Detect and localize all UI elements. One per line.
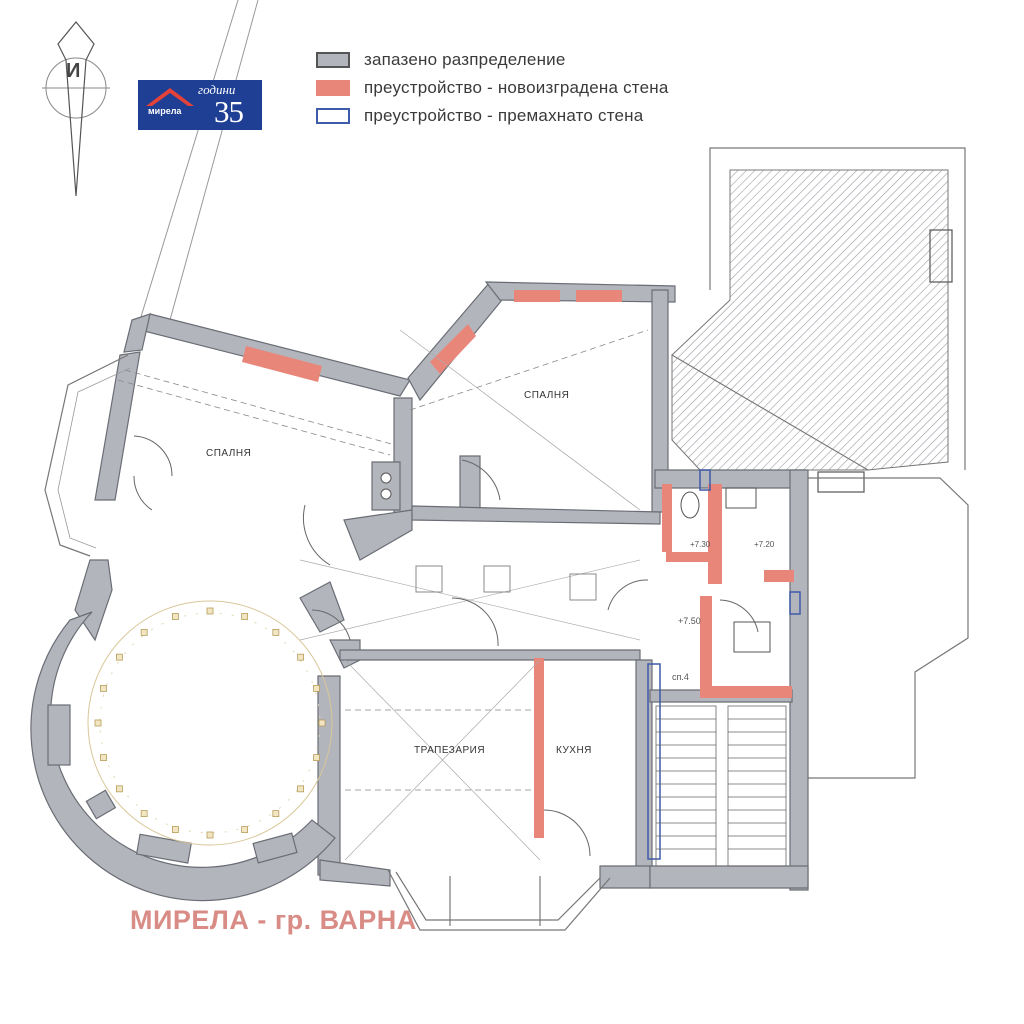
legend-item-existing: запазено разпределение (316, 46, 668, 74)
turret-posts (94, 607, 326, 839)
ceiling-lines (299, 329, 641, 861)
turret-post (206, 607, 214, 615)
door-swings (133, 435, 759, 857)
legend-label: преустройство - новоизградена стена (364, 78, 669, 97)
dashed-beams (117, 329, 649, 791)
turret-post (297, 785, 305, 793)
turret-post (100, 684, 107, 692)
turret-post (241, 613, 249, 620)
site-boundary (139, 0, 259, 321)
room-label-dining: ТРАПЕЗАРИЯ (414, 745, 486, 756)
logo-brand: мирела (148, 106, 182, 116)
bay-window-left (44, 354, 129, 557)
watermark: МИРЕЛА - гр. ВАРНА (130, 905, 417, 935)
turret-post (171, 826, 179, 833)
legend-label: запазено разпределение (364, 50, 566, 69)
turret-ring (87, 600, 333, 846)
balcony-outline (805, 477, 969, 779)
turret-post (206, 831, 214, 839)
turret-post (100, 754, 107, 762)
bay-window-bottom (387, 869, 611, 931)
logo-years-number: 35 (214, 94, 244, 129)
house-roof-icon (146, 88, 194, 106)
bay-window-left-inner (57, 367, 131, 549)
level-mark: +7.30 (690, 540, 711, 549)
columns (380, 472, 392, 500)
turret-post (241, 826, 249, 833)
turret-post (171, 613, 179, 620)
turret-post (313, 684, 320, 692)
compass-letter: И (66, 60, 81, 82)
terrace-area (671, 147, 966, 493)
room-label-bedroom-right: СПАЛНЯ (524, 390, 570, 401)
company-logo: мирела години 35 (138, 80, 262, 130)
level-mark: +7.50 (678, 616, 701, 626)
turret-post (318, 719, 326, 727)
stair-label: сп.4 (672, 672, 689, 682)
turret-post (115, 653, 123, 661)
legend-swatch-new-wall (316, 80, 350, 96)
bathroom-fixtures (680, 487, 771, 653)
skylights (415, 565, 597, 601)
room-label-bedroom-left: СПАЛНЯ (206, 448, 252, 459)
level-mark: +7.20 (754, 540, 775, 549)
turret-post (313, 754, 320, 762)
turret-post (140, 628, 148, 636)
turret-post (272, 810, 280, 818)
legend: запазено разпределение преустройство - н… (316, 46, 668, 130)
removed-walls (647, 469, 801, 860)
logo-years-word: години (198, 82, 236, 97)
legend-item-new-wall: преустройство - новоизградена стена (316, 74, 668, 102)
legend-swatch-removed-wall (316, 108, 350, 124)
compass-rose (42, 21, 110, 197)
turret-post (94, 719, 102, 727)
legend-item-removed-wall: преустройство - премахнато стена (316, 102, 668, 130)
turret-post (272, 628, 280, 636)
turret-post (140, 810, 148, 818)
staircase (655, 705, 787, 867)
legend-label: преустройство - премахнато стена (364, 106, 644, 125)
room-label-kitchen: КУХНЯ (556, 745, 592, 756)
turret-post (297, 653, 305, 661)
turret-post (115, 785, 123, 793)
legend-swatch-existing (316, 52, 350, 68)
